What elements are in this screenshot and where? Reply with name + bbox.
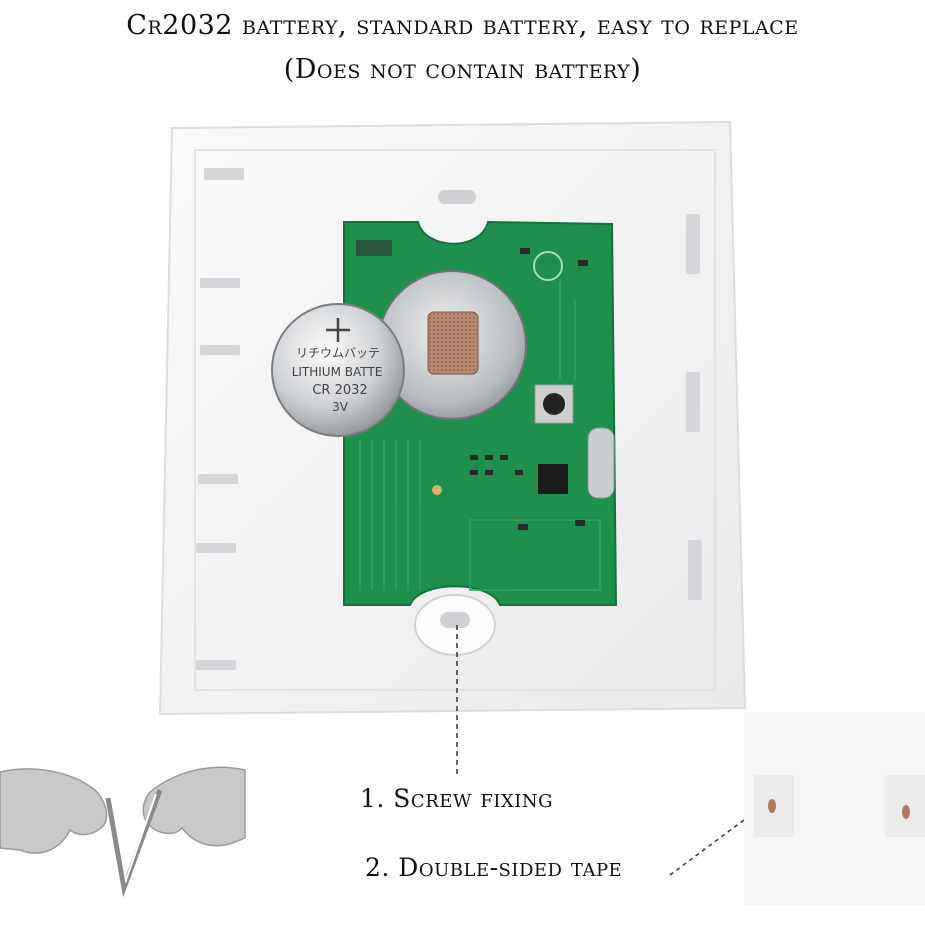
battery-holder	[377, 270, 527, 420]
double-sided-tape-label: 2. Double-sided tape	[365, 853, 623, 882]
screw-hole	[414, 594, 496, 656]
battery-print-brand: LITHIUM BATTE	[291, 365, 383, 379]
cr2032-battery	[271, 303, 405, 437]
caption-battery-info: Cr2032 battery, standard battery, easy t…	[126, 10, 799, 41]
tape-inset	[744, 712, 925, 905]
hands-illustration	[0, 766, 246, 898]
battery-print-model: CR 2032	[312, 383, 368, 398]
battery-print-kana: リチウムバッテ	[295, 346, 380, 360]
tape-callout-line	[669, 807, 761, 876]
caption-no-battery: (Does not contain battery)	[283, 54, 642, 85]
screw-fixing-label: 1. Screw fixing	[360, 784, 553, 813]
battery-print-voltage: 3V	[332, 400, 348, 414]
